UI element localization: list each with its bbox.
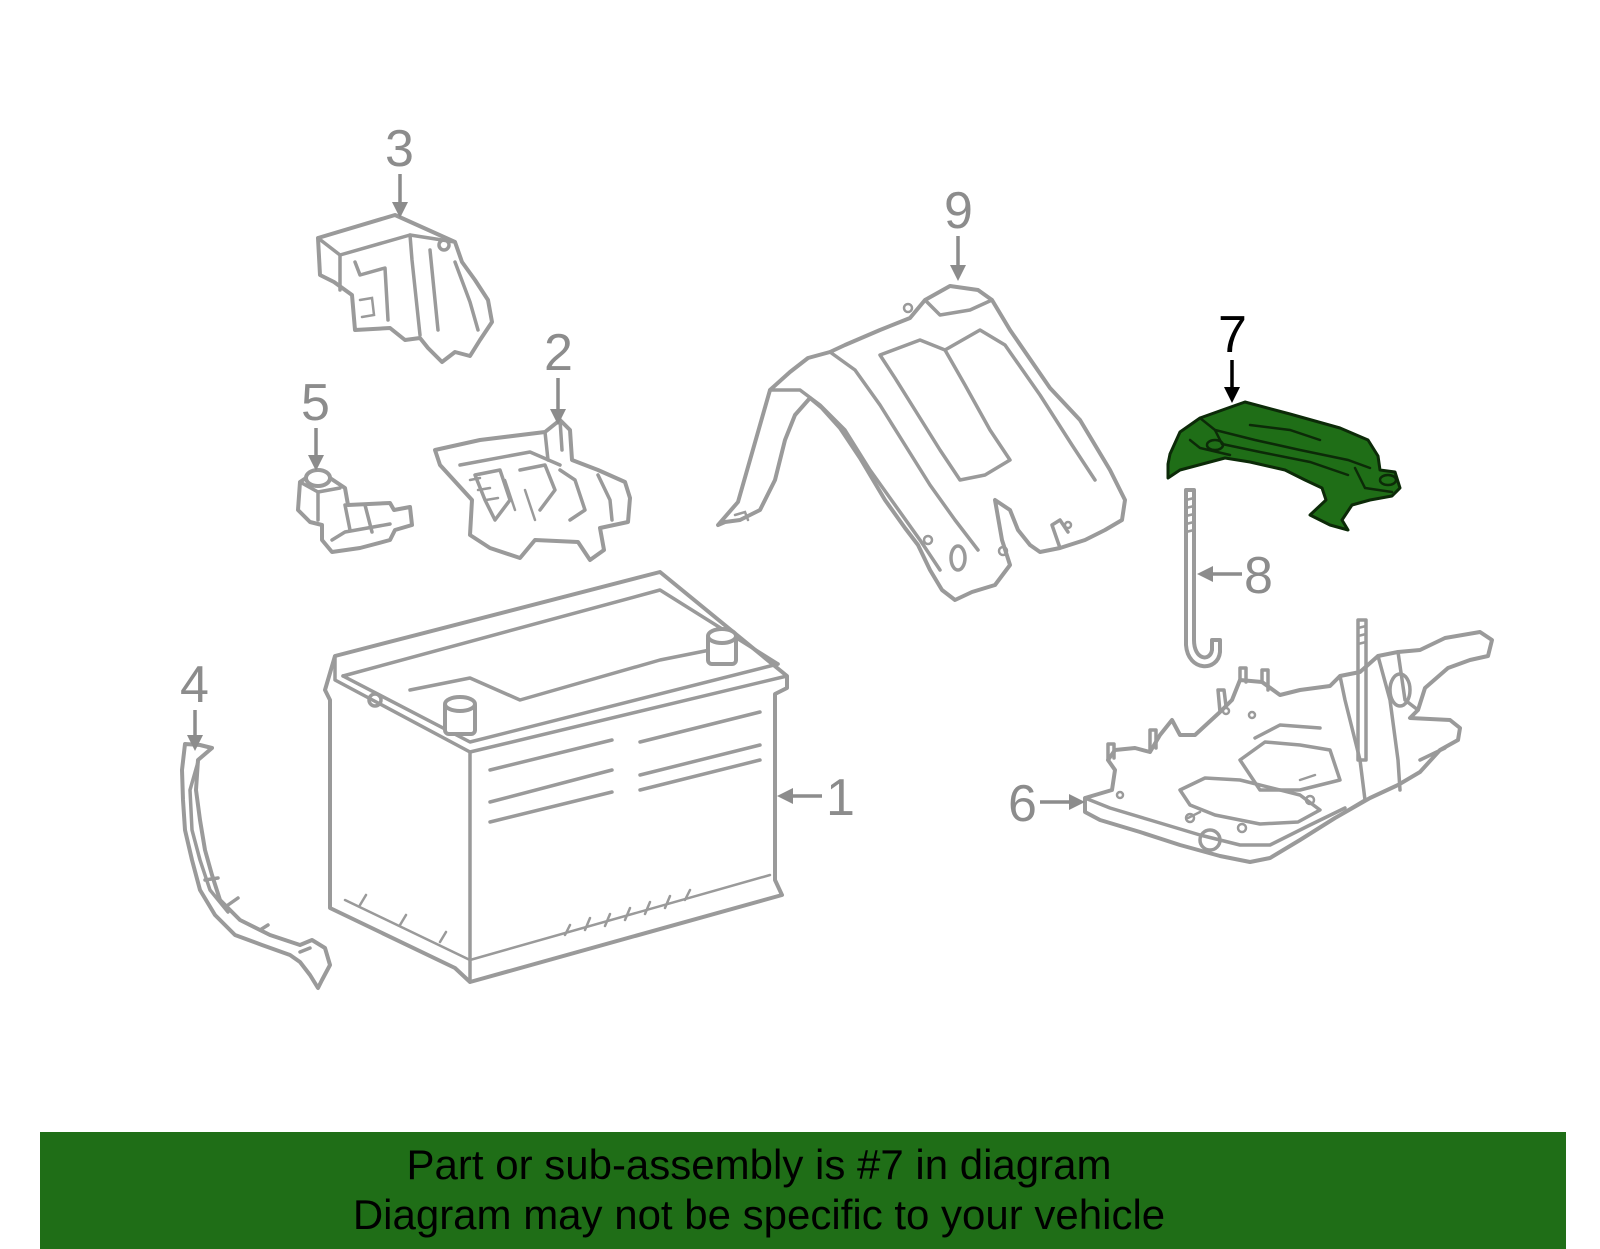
part-4-cable[interactable] xyxy=(180,742,332,990)
part-9-bracket[interactable] xyxy=(716,284,1127,602)
part-2-terminal-block[interactable] xyxy=(433,418,632,562)
svg-text:1: 1 xyxy=(826,769,855,827)
part-6-battery-tray[interactable] xyxy=(1083,618,1494,864)
svg-text:3: 3 xyxy=(385,120,414,178)
callout-7: 7 xyxy=(1218,306,1247,403)
callout-5: 5 xyxy=(301,374,330,471)
svg-text:7: 7 xyxy=(1218,306,1247,364)
callout-3: 3 xyxy=(385,120,414,218)
svg-text:5: 5 xyxy=(301,374,330,432)
callout-2: 2 xyxy=(544,324,573,425)
svg-text:8: 8 xyxy=(1244,547,1273,605)
callout-8: 8 xyxy=(1197,547,1273,605)
part-7-hold-down-clamp[interactable] xyxy=(1166,400,1402,532)
part-5-sensor[interactable] xyxy=(296,468,414,554)
callout-1: 1 xyxy=(777,769,855,827)
part-1-battery[interactable] xyxy=(323,570,789,984)
part-8-hold-down-bolt[interactable] xyxy=(1184,488,1222,669)
info-banner: Part or sub-assembly is #7 in diagram Di… xyxy=(40,1132,1566,1249)
svg-text:4: 4 xyxy=(180,656,209,714)
callout-6: 6 xyxy=(1008,775,1085,833)
callout-4: 4 xyxy=(180,656,209,751)
svg-text:9: 9 xyxy=(944,182,973,240)
banner-line-2: Diagram may not be specific to your vehi… xyxy=(352,1191,1166,1238)
svg-text:6: 6 xyxy=(1008,775,1037,833)
banner-line-1: Part or sub-assembly is #7 in diagram xyxy=(406,1141,1112,1188)
svg-text:2: 2 xyxy=(544,324,573,382)
part-3-terminal-cover[interactable] xyxy=(316,213,494,364)
callout-9: 9 xyxy=(944,182,973,281)
